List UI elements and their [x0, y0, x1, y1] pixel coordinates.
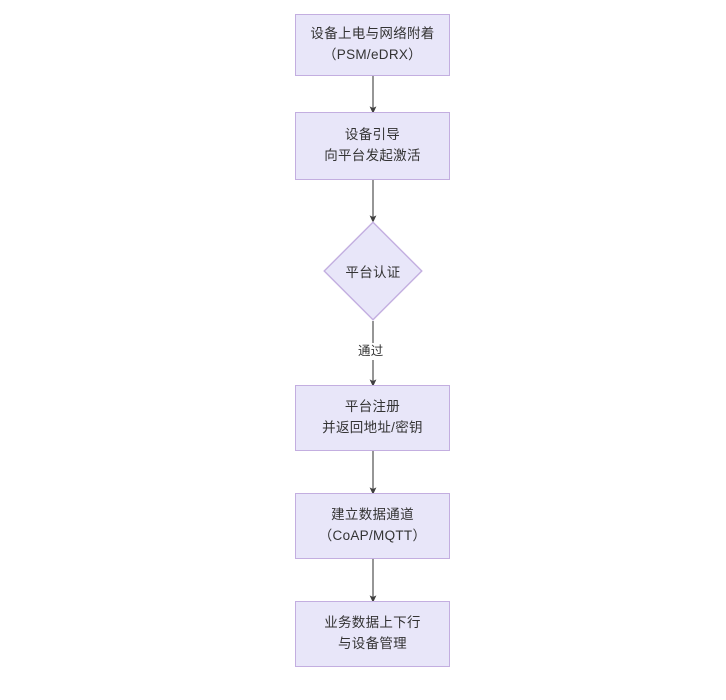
- node-power-on[interactable]: 设备上电与网络附着 （PSM/eDRX）: [295, 14, 450, 76]
- node-business-data[interactable]: 业务数据上下行 与设备管理: [295, 601, 450, 667]
- node-platform-auth[interactable]: 平台认证: [323, 221, 423, 321]
- node-data-channel-label: 建立数据通道 （CoAP/MQTT）: [318, 507, 427, 543]
- diamond-shape-icon: [323, 221, 423, 321]
- node-business-data-label: 业务数据上下行 与设备管理: [324, 615, 421, 651]
- edge-label-auth-pass: 通过: [356, 343, 386, 360]
- node-platform-auth-label: 平台认证: [345, 265, 401, 280]
- node-bootstrap[interactable]: 设备引导 向平台发起激活: [295, 112, 450, 180]
- node-power-on-label: 设备上电与网络附着 （PSM/eDRX）: [310, 26, 435, 62]
- node-data-channel[interactable]: 建立数据通道 （CoAP/MQTT）: [295, 493, 450, 559]
- node-bootstrap-label: 设备引导 向平台发起激活: [324, 127, 421, 163]
- node-platform-register-label: 平台注册 并返回地址/密钥: [322, 399, 423, 435]
- node-platform-register[interactable]: 平台注册 并返回地址/密钥: [295, 385, 450, 451]
